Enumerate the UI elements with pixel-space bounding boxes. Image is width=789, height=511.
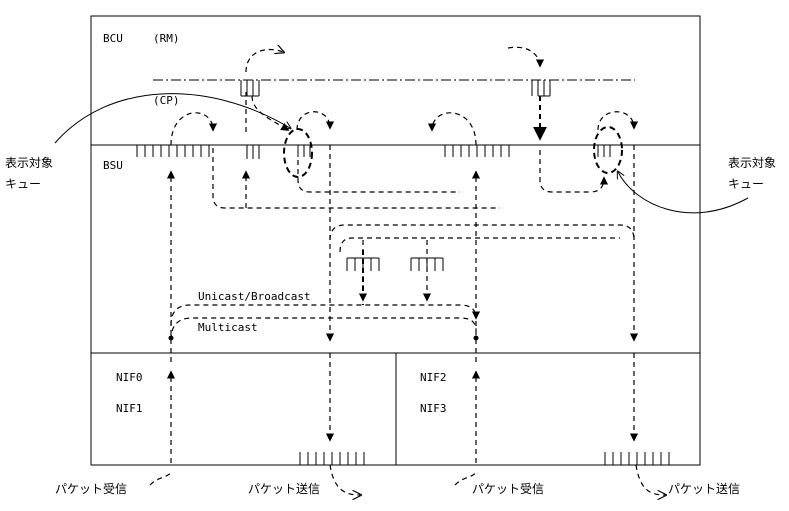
junction-dot-right [473,335,479,341]
annotation-pointers [54,93,749,214]
nif-tx-queue-left [299,452,365,465]
nif1-label: NIF1 [116,402,143,415]
target-queue-label-right-line1: 表示対象 [728,156,776,170]
target-queue-highlight-left [283,128,313,178]
target-queue-highlight-right [593,126,623,174]
packet-rx-left-label: パケット受信 [55,482,127,496]
bsu-queue-rx-left [136,145,210,157]
junction-dot-left [168,335,174,341]
unicast-broadcast-label: Unicast/Broadcast [198,290,311,303]
packet-tx-left-label: パケット送信 [248,481,320,496]
packet-tx-right-label: パケット送信 [668,481,740,496]
bcu-label: BCU [103,32,123,45]
bsu-queue-target-left [297,145,311,157]
bsu-label: BSU [103,159,123,172]
target-queue-label-left-line1: 表示対象 [5,156,53,170]
rm-label: (RM) [153,32,180,45]
bcu-queue-rm [531,80,551,97]
target-queue-label-left-line2: キュー [5,177,41,191]
nif0-label: NIF0 [116,371,143,384]
bsu-queue-rx-right [444,145,510,157]
bsu-queue-cp [246,145,260,159]
target-queue-label-right-line2: キュー [728,177,764,191]
packet-rx-right-label: パケット受信 [472,482,544,496]
bsu-queue-target-right [597,145,611,157]
multicast-label: Multicast [198,321,258,334]
cp-label: (CP) [153,94,180,107]
bcu-queue-cp [240,80,260,97]
packet-flow-lines [149,47,665,495]
nif2-label: NIF2 [420,371,447,384]
nif-tx-queue-right [604,452,670,465]
nif3-label: NIF3 [420,402,447,415]
